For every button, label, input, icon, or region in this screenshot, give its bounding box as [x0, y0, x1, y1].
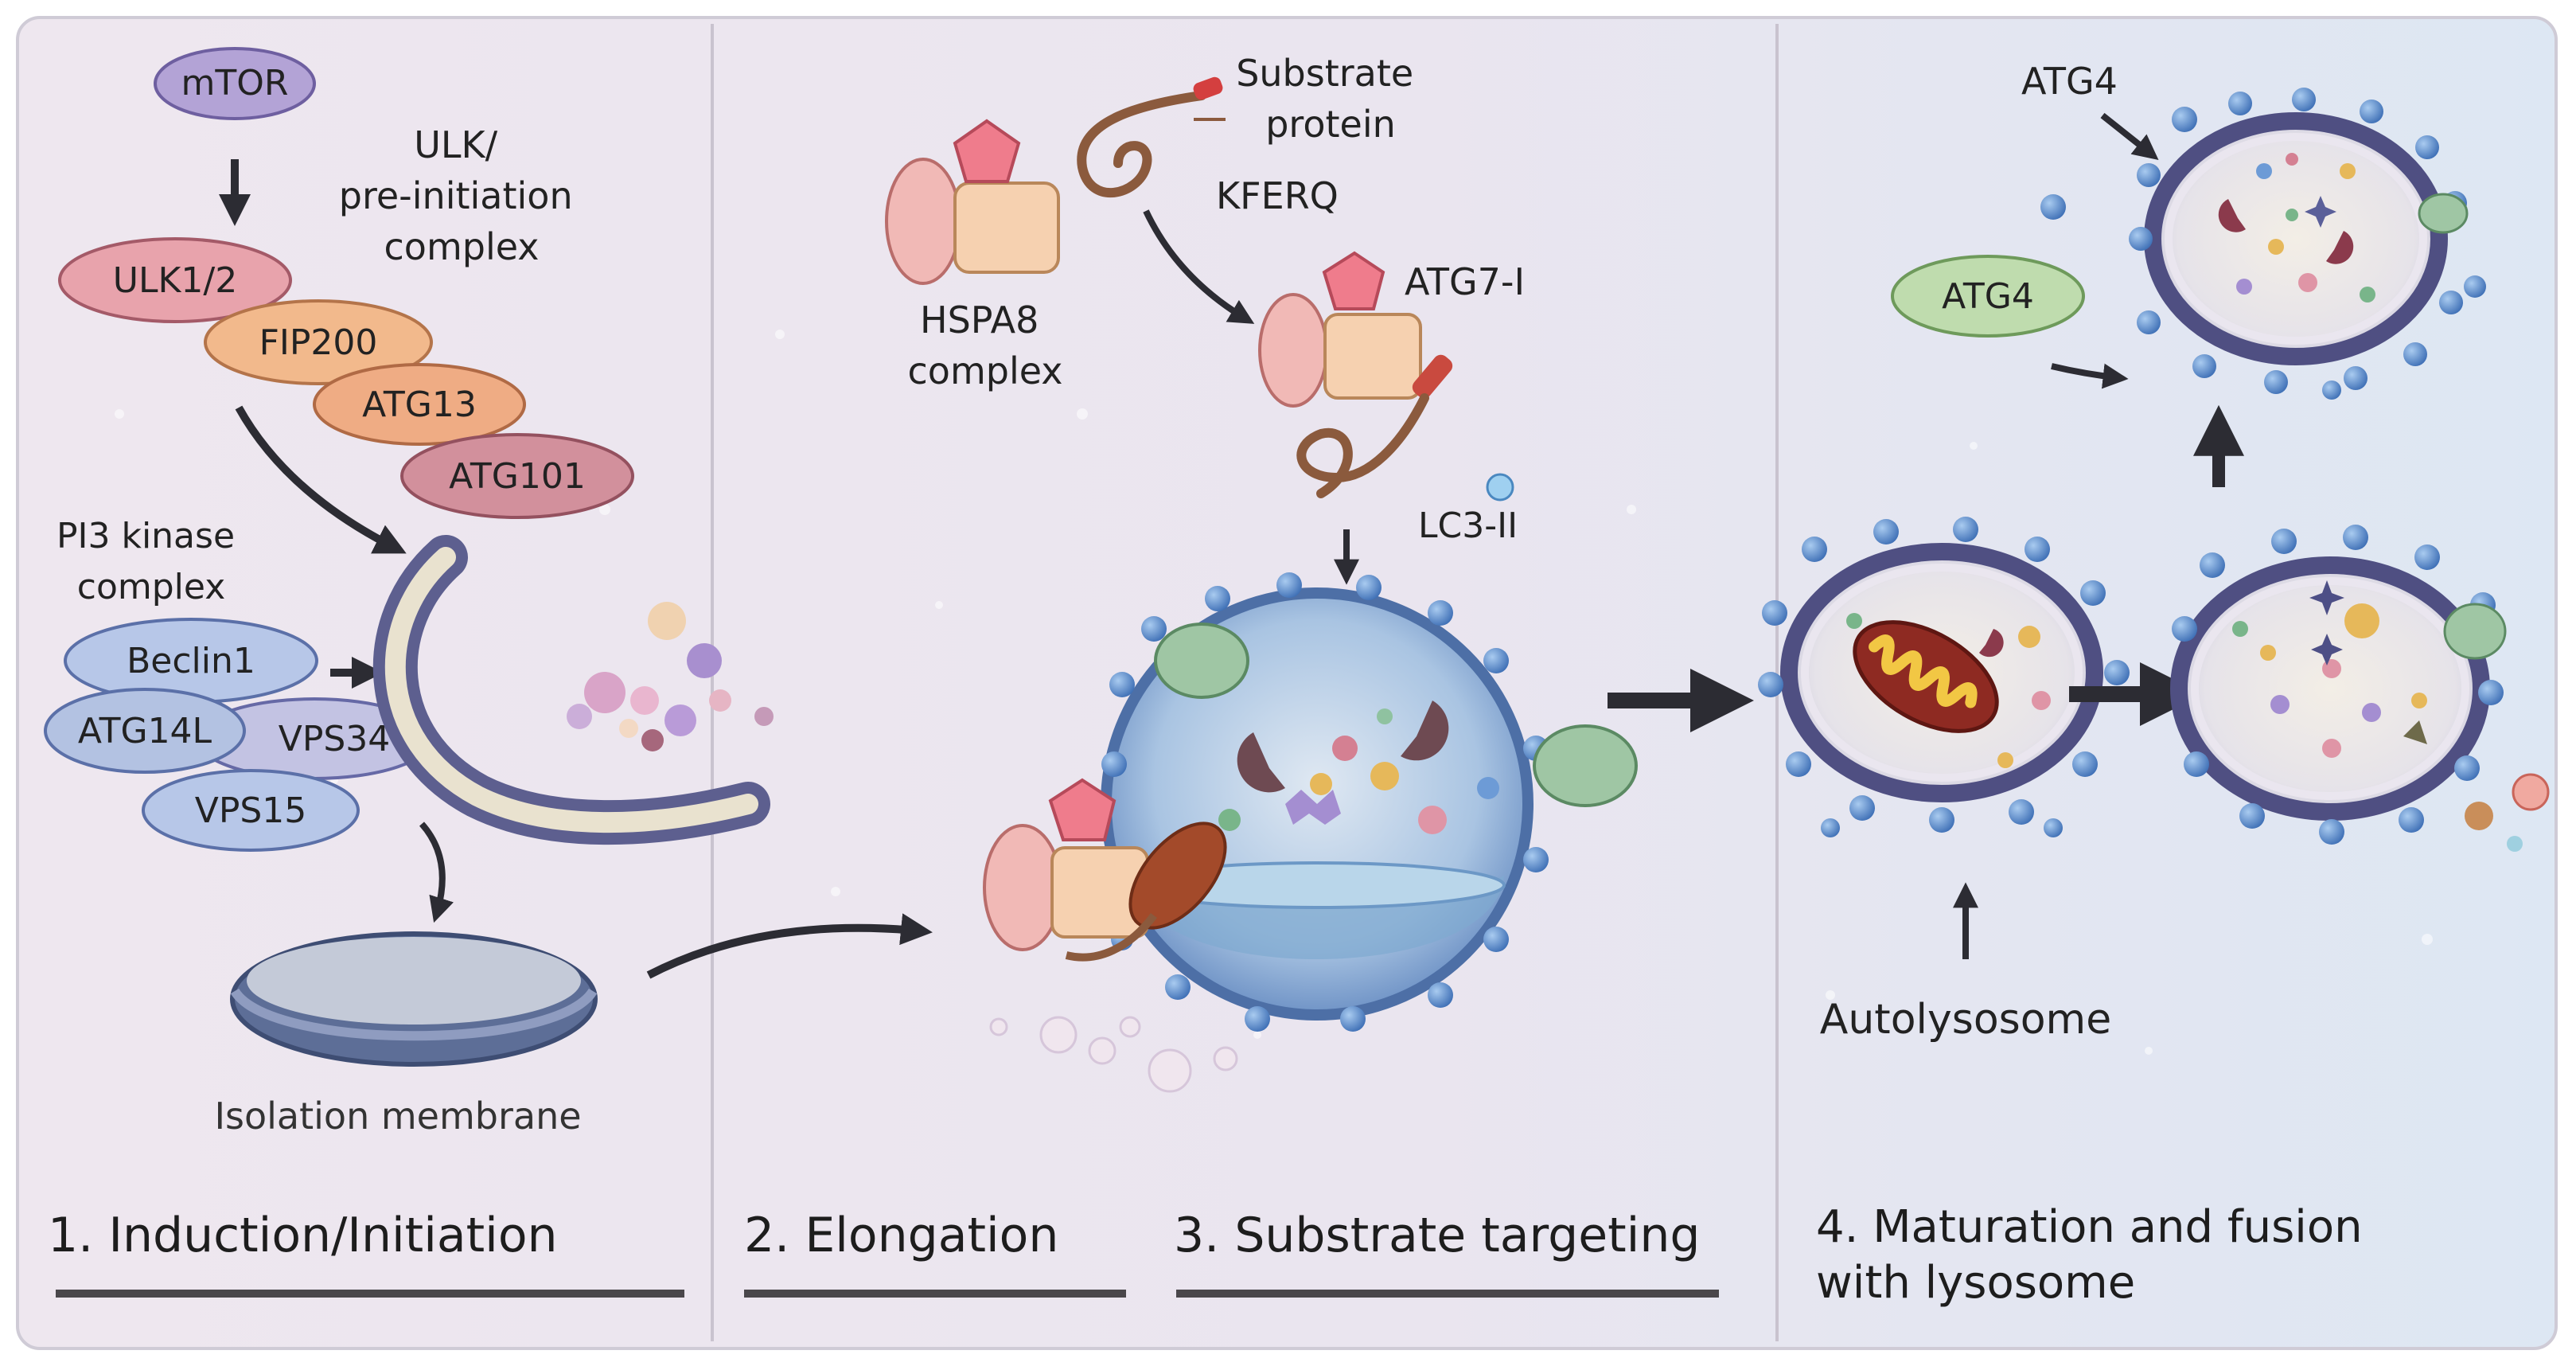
hspa8-label: HSPA8 complex [908, 299, 1063, 392]
cargo-particles [567, 602, 774, 751]
svg-text:ULK1/2: ULK1/2 [113, 260, 237, 301]
stage-underline-1 [56, 1290, 684, 1298]
svg-text:ATG101: ATG101 [449, 456, 586, 497]
svg-text:VPS15: VPS15 [195, 790, 307, 831]
atg7-complex-icon [1258, 251, 1453, 498]
svg-text:ATG13: ATG13 [362, 384, 477, 425]
mtor-label: mTOR [181, 63, 289, 103]
autolysosome-vesicle-top [2040, 88, 2486, 400]
panel-elongation-targeting: HSPA8 complex Substrate protein KFERQ AT… [744, 52, 1754, 1298]
lysosome-vesicle-right [2170, 525, 2507, 845]
atg101-oval: ATG101 [400, 433, 634, 519]
bubbles [989, 1016, 1238, 1093]
atg4-oval: ATG4 [1891, 255, 2085, 338]
phagophore [372, 535, 770, 845]
svg-text:ATG14L: ATG14L [78, 711, 212, 751]
autophagosome [1758, 517, 2130, 837]
svg-text:Beclin1: Beclin1 [127, 641, 255, 681]
vps15-oval: VPS15 [142, 769, 360, 852]
ulk-to-phagophore-arrow [235, 405, 407, 554]
floating-particles [2465, 773, 2550, 852]
svg-text:ATG4: ATG4 [1942, 276, 2034, 317]
mtor-oval: mTOR [154, 47, 316, 120]
elongation-arrow [646, 913, 933, 979]
to-isolation-arrow [419, 822, 454, 923]
hspa8-docking-complex [983, 778, 1227, 962]
svg-text:VPS34: VPS34 [279, 719, 391, 759]
mitochondrion-icon [1853, 620, 1999, 733]
ulk12-oval: ULK1/2 [58, 237, 292, 323]
atg13-oval: ATG13 [313, 363, 526, 446]
atg4-top-label: ATG4 [2021, 60, 2118, 103]
atg4-top-arrow [2100, 112, 2159, 160]
kferq-label: KFERQ [1216, 174, 1339, 217]
lc3-label: LC3-II [1418, 505, 1518, 546]
stage-title-induction: 1. Induction/Initiation [48, 1208, 558, 1263]
lc3-dot [1486, 473, 1514, 502]
ulk-complex-label: ULK/ pre-initiation complex [339, 123, 584, 268]
beclin1-oval: Beclin1 [64, 618, 318, 704]
substrate-to-atg7-arrow [1143, 209, 1255, 324]
stage-title-elongation: 2. Elongation [744, 1208, 1058, 1263]
substrate-protein-label: Substrate protein [1236, 52, 1425, 146]
atg14l-oval: ATG14L [44, 688, 246, 774]
atg4-arrow [2051, 363, 2129, 389]
stage-underline-3 [1176, 1290, 1719, 1298]
stage-title-maturation: 4. Maturation and fusion with lysosome [1816, 1201, 2376, 1309]
stage-underline-2 [744, 1290, 1126, 1298]
lysosome [1101, 572, 1638, 1032]
svg-text:FIP200: FIP200 [259, 322, 378, 363]
atg7-label: ATG7-I [1405, 260, 1525, 303]
hspa8-complex-icon [885, 119, 1060, 285]
fip200-oval: FIP200 [204, 299, 433, 385]
stage-title-targeting: 3. Substrate targeting [1174, 1208, 1700, 1263]
panel-maturation: ATG4 ATG4 [1758, 60, 2550, 1309]
substrate-protein-icon [1077, 76, 1223, 198]
isolation-membrane-shape [230, 931, 598, 1067]
isolation-membrane-label: Isolation membrane [214, 1095, 581, 1138]
panel-induction: mTOR ULK/ pre-initiation complex ULK1/2 … [44, 47, 933, 1298]
pi3k-complex-label: PI3 kinase complex [57, 516, 246, 607]
autolysosome-label: Autolysosome [1820, 996, 2111, 1044]
